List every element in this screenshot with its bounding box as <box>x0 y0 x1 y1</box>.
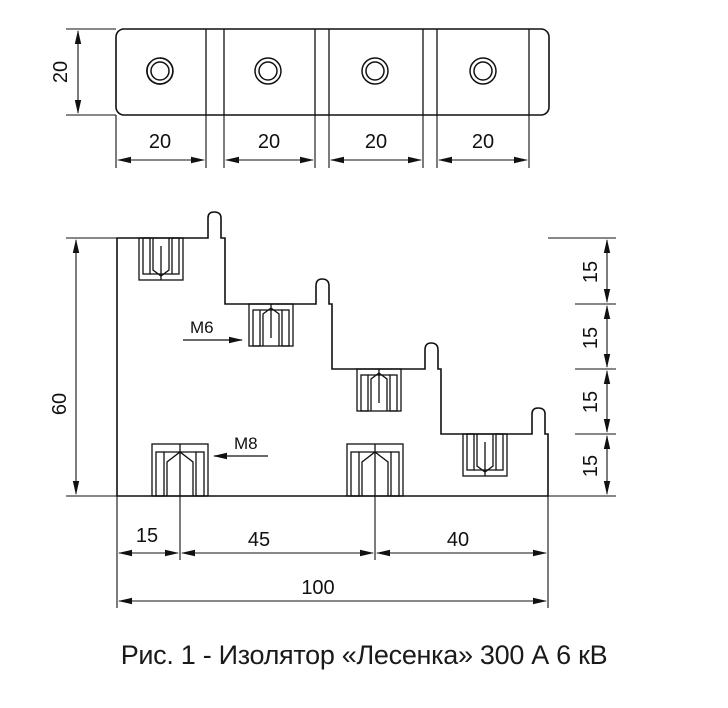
bolt-hole-2 <box>254 57 282 85</box>
m8-insert-2 <box>346 443 404 497</box>
step-dim-2: 15 <box>580 327 602 349</box>
bottom-dim-3: 40 <box>447 529 469 551</box>
staircase-outline <box>116 211 549 497</box>
top-width-dim-4: 20 <box>472 131 494 153</box>
bolt-holes <box>146 57 497 85</box>
step-dim-1: 15 <box>580 261 602 283</box>
bottom-dim-2: 45 <box>248 529 270 551</box>
top-width-dim-1: 20 <box>149 131 171 153</box>
m6-insert-1 <box>138 237 184 281</box>
top-height-dim: 20 <box>50 61 72 83</box>
top-width-dim-2: 20 <box>258 131 280 153</box>
top-view-outline <box>115 28 550 116</box>
step-dim-3: 15 <box>580 391 602 413</box>
left-height-dim: 60 <box>49 393 71 415</box>
m6-label: M6 <box>190 318 214 337</box>
bolt-hole-4 <box>469 57 497 85</box>
bolt-hole-3 <box>361 57 389 85</box>
top-view-dimensions <box>66 28 530 168</box>
m8-insert-1 <box>151 443 209 497</box>
top-view <box>115 28 550 116</box>
front-view-dimensions <box>66 237 616 608</box>
m6-insert-2 <box>248 303 294 347</box>
top-width-dim-3: 20 <box>365 131 387 153</box>
step-dim-4: 15 <box>580 455 602 477</box>
m6-insert-3 <box>356 368 402 412</box>
m6-insert-4 <box>462 433 508 477</box>
front-view <box>116 211 549 497</box>
thread-labels <box>183 336 268 460</box>
overall-dim: 100 <box>301 577 334 599</box>
figure-caption: Рис. 1 - Изолятор «Лесенка» 300 А 6 кВ <box>120 640 608 670</box>
m8-inserts <box>151 443 404 497</box>
bolt-hole-1 <box>146 57 174 85</box>
segment-separators <box>205 29 530 115</box>
bottom-dim-1: 15 <box>136 525 158 547</box>
m8-label: M8 <box>234 434 258 453</box>
m6-inserts <box>138 237 508 477</box>
